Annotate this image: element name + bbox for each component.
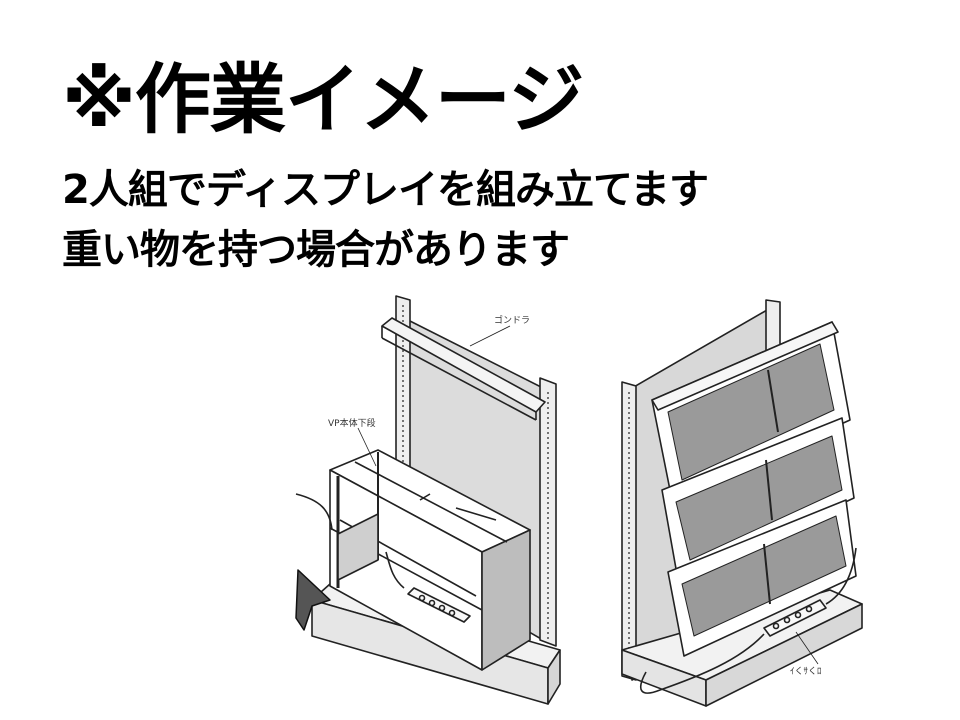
slide-text-line-2: 重い物を持つ場合があります [62,227,570,273]
label-power-strip: ｲくｻくﾛ [790,666,822,677]
slide-text-line-1: 2人組でディスプレイを組み立てます [62,167,709,213]
label-gondola: ゴンドラ [494,314,530,326]
label-vp-lower: VP本体下段 [328,417,376,429]
left-post [621,381,637,681]
power-strip-right [763,599,827,637]
arrow-icon [295,569,331,631]
left-display-illustration [295,295,561,705]
gondola-top-bar [381,317,546,413]
right-display-illustration [621,299,863,707]
slide-title: ※作業イメージ [62,55,584,144]
